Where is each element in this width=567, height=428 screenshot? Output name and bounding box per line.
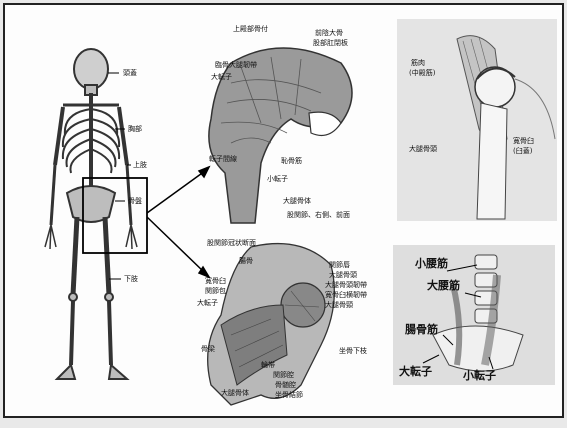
ms-label-greater-trochanter: 大転子 [399,365,432,378]
hj-caption: 股関節、右側、前面 [287,211,350,219]
cs-label-b4: 坐骨結節 [275,391,303,399]
xray-panel: 筋肉 (中殿筋) 大腿骨頭 寛骨臼 (臼蓋) [397,19,557,221]
cs-label-l2: 寛骨臼 [205,277,226,285]
ms-label-psoas-minor: 小腰筋 [415,257,448,270]
hj-label-top-right1: 前陰大骨 [315,29,343,37]
xr-label-muscle-sub: (中殿筋) [409,69,435,77]
hj-label-top1: 上殿部骨付 [233,25,268,33]
xray-illustration [397,19,557,221]
cs-label-l4: 大転子 [197,299,218,307]
hj-label-bottom1: 恥骨筋 [281,157,302,165]
label-thorax: 胸部 [128,125,142,133]
ms-label-psoas-major: 大腰筋 [427,279,460,292]
hip-cross-section-panel: 股関節冠状断面 腸骨 寛骨臼 関節包 大転子 骨梁 関節唇 大腿骨頭 大腿骨頭韌… [191,235,369,415]
hj-label-left2: 大転子 [211,73,232,81]
hj-label-bottom2: 小転子 [267,175,288,183]
label-lower-limb: 下肢 [124,275,138,283]
cs-label-r2: 大腿骨頭 [329,271,357,279]
cs-label-b2: 関節腔 [273,371,294,379]
cs-label-r3: 大腿骨頭韌帶 [325,281,367,289]
hj-label-left3: 転子間線 [209,155,237,163]
xr-label-muscle: 筋肉 [411,59,425,67]
ms-label-iliacus: 腸骨筋 [405,323,438,336]
slide: 頭蓋 胸部 上肢 骨盤 下肢 上殿部骨付 前陰大骨 股部肛閉板 臨骨大腿韌帶 大… [3,3,564,418]
cs-label-b1: 輪帯 [261,361,275,369]
hj-label-left1: 臨骨大腿韌帶 [215,61,257,69]
cs-title: 股関節冠状断面 [207,239,256,247]
cs-label-l3: 関節包 [205,287,226,295]
cs-label-l1: 腸骨 [239,257,253,265]
cs-label-b3: 骨髄腔 [275,381,296,389]
hip-joint-anterior-panel: 上殿部骨付 前陰大骨 股部肛閉板 臨骨大腿韌帶 大転子 転子間線 恥骨筋 小転子… [191,23,369,233]
xr-label-acetabulum-sub: (臼蓋) [513,147,532,155]
ms-label-lesser-trochanter: 小転子 [463,369,496,382]
label-hip: 骨盤 [128,197,142,205]
cs-label-b5: 大腿骨体 [221,389,249,397]
label-skull: 頭蓋 [123,69,137,77]
xr-label-acetabulum: 寛骨臼 [513,137,534,145]
hip-joint-illustration [191,23,369,233]
cs-label-b6: 坐骨下枝 [339,347,367,355]
cs-label-r1: 関節唇 [329,261,350,269]
cs-label-r4: 寛骨臼横韌帶 [325,291,367,299]
cs-label-l5: 骨梁 [201,345,215,353]
hj-label-bottom3: 大腿骨体 [283,197,311,205]
cs-label-r5: 大腿骨頸 [325,301,353,309]
muscle-panel: 小腰筋 大腰筋 腸骨筋 大転子 小転子 [393,245,555,385]
xr-label-femoral-head: 大腿骨頭 [409,145,437,153]
hj-label-top-right2: 股部肛閉板 [313,39,348,47]
